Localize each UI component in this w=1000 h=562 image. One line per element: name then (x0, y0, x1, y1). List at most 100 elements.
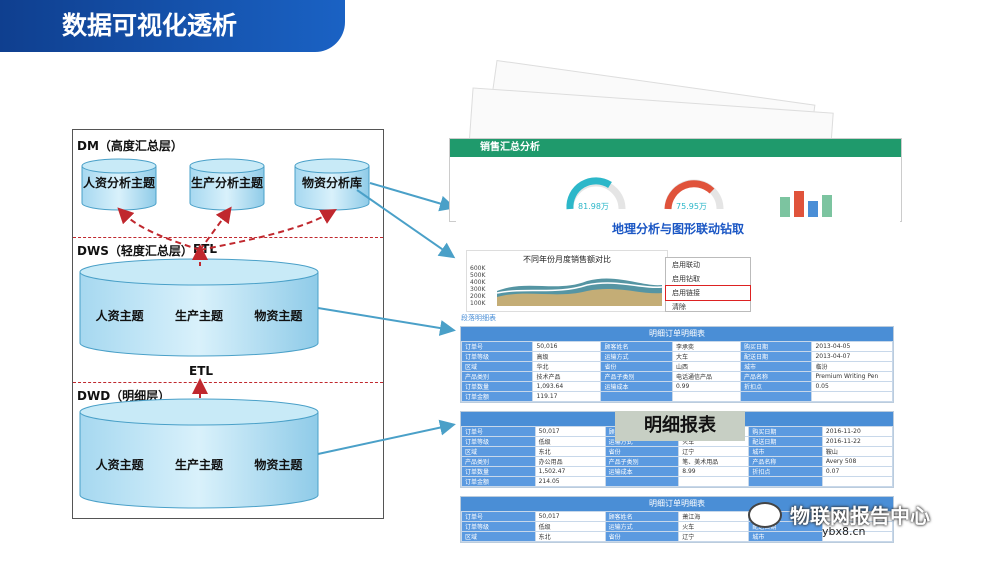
field-value: 技术产品 (532, 371, 602, 382)
chart-title: 不同年份月度销售额对比 (523, 255, 611, 264)
dws-divider (73, 382, 383, 383)
field-label: 订单金额 (460, 391, 534, 402)
field-label: 订单号 (461, 426, 536, 437)
report-1-title: 明细订单明细表 (461, 327, 893, 341)
field-label (600, 391, 673, 402)
field-value: Avery 508 (821, 456, 894, 467)
field-label: 运输成本 (604, 466, 680, 477)
field-value: 1,502.47 (534, 466, 606, 477)
dm-cylinder-1 (81, 158, 157, 211)
field-label: 订单号 (460, 341, 534, 352)
field-value: 华北 (532, 361, 602, 372)
field-value: 50,017 (534, 511, 606, 522)
field-label: 产品类别 (460, 371, 534, 382)
link-arrow-4 (317, 419, 456, 455)
field-value (821, 476, 894, 487)
field-label: 省份 (604, 531, 680, 542)
field-value: 8.99 (678, 466, 750, 477)
field-value: 2016-11-22 (821, 436, 894, 447)
field-label: 订单数量 (461, 466, 536, 477)
field-value: 李承奕 (671, 341, 741, 352)
dwd-topic-3: 物资主题 (254, 458, 303, 472)
dwd-topic-2: 生产主题 (174, 458, 223, 472)
field-value: 东北 (534, 531, 606, 542)
dm-divider (73, 237, 383, 238)
field-value (821, 531, 894, 542)
field-label: 城市 (748, 446, 823, 457)
field-value: 辽宁 (678, 446, 750, 457)
field-label: 订单金额 (461, 476, 536, 487)
field-label: 产品名称 (748, 456, 823, 467)
report-3-table: 订单号50,017顾客姓名萧江海购买日期订单等级低级运输方式火车配送日期区域东北… (461, 511, 894, 542)
etl-mid-label: ETL (189, 364, 214, 378)
field-value: 低级 (534, 436, 606, 447)
field-value: 东北 (534, 446, 606, 457)
field-label: 区域 (461, 446, 536, 457)
field-label: 省份 (604, 446, 680, 457)
field-value: 119.17 (532, 391, 602, 402)
field-label: 区域 (460, 361, 534, 372)
dashboard-gauges (566, 177, 832, 217)
field-value: 笔、美术用品 (678, 456, 750, 467)
field-value: 0.07 (821, 466, 894, 477)
field-label: 省份 (600, 361, 673, 372)
dws-topic-1: 人资主题 (95, 309, 144, 323)
area-series (496, 278, 663, 306)
dws-topic-2: 生产主题 (174, 309, 223, 323)
field-value: 高级 (532, 351, 602, 362)
field-label: 配送日期 (748, 436, 823, 447)
field-label: 城市 (739, 361, 813, 372)
field-label (748, 476, 823, 487)
link-arrow-2 (356, 189, 456, 259)
field-label: 订单等级 (460, 351, 534, 362)
etl-arrow-3 (199, 209, 337, 251)
field-label: 产品名称 (739, 371, 813, 382)
etl-arrow-2 (199, 206, 232, 251)
field-label: 配送日期 (739, 351, 813, 362)
dm-layer-label: DM（高度汇总层） (77, 139, 183, 153)
field-value: 火车 (678, 521, 750, 532)
chart-context-menu[interactable]: 启用联动 启用钻取 启用链接 清除 (665, 257, 751, 312)
link-arrow-3 (317, 307, 456, 336)
field-label: 订单等级 (461, 521, 536, 532)
report-3: 明细订单明细表 订单号50,017顾客姓名萧江海购买日期订单等级低级运输方式火车… (460, 496, 894, 543)
field-value: 50,017 (534, 426, 606, 437)
field-label: 产品子类别 (600, 371, 673, 382)
field-label: 产品类别 (461, 456, 536, 467)
dwd-cylinder (79, 398, 319, 509)
field-label: 折扣点 (748, 466, 823, 477)
dws-topic-3: 物资主题 (254, 309, 303, 323)
field-value (671, 391, 741, 402)
dwd-layer-label: DWD（明细层） (77, 389, 171, 403)
field-value: 办公用品 (534, 456, 606, 467)
field-value: 山西 (671, 361, 741, 372)
etl-arrow-1 (117, 207, 201, 251)
field-value: 萧江海 (678, 511, 750, 522)
dws-layer-label: DWS（轻度汇总层） (77, 244, 193, 258)
field-value: 1,093.64 (532, 381, 602, 392)
field-value: 2013-04-07 (811, 351, 893, 362)
field-label: 城市 (748, 531, 823, 542)
field-value: Premium Writing Pen (811, 371, 893, 382)
menu-item-linkage[interactable]: 启用联动 (672, 261, 700, 269)
field-value: 鞍山 (821, 446, 894, 457)
field-value: 0.05 (811, 381, 893, 392)
menu-item-clear[interactable]: 清除 (672, 303, 686, 311)
field-value: 临汾 (811, 361, 893, 372)
field-value: 电话通信产品 (671, 371, 741, 382)
field-label: 运输成本 (600, 381, 673, 392)
field-value: 辽宁 (678, 531, 750, 542)
field-value: 大车 (671, 351, 741, 362)
menu-item-drill[interactable]: 启用钻取 (672, 275, 700, 283)
dashboard-title: 销售汇总分析 (450, 139, 901, 157)
menu-item-link[interactable]: 启用链接 (665, 285, 751, 301)
